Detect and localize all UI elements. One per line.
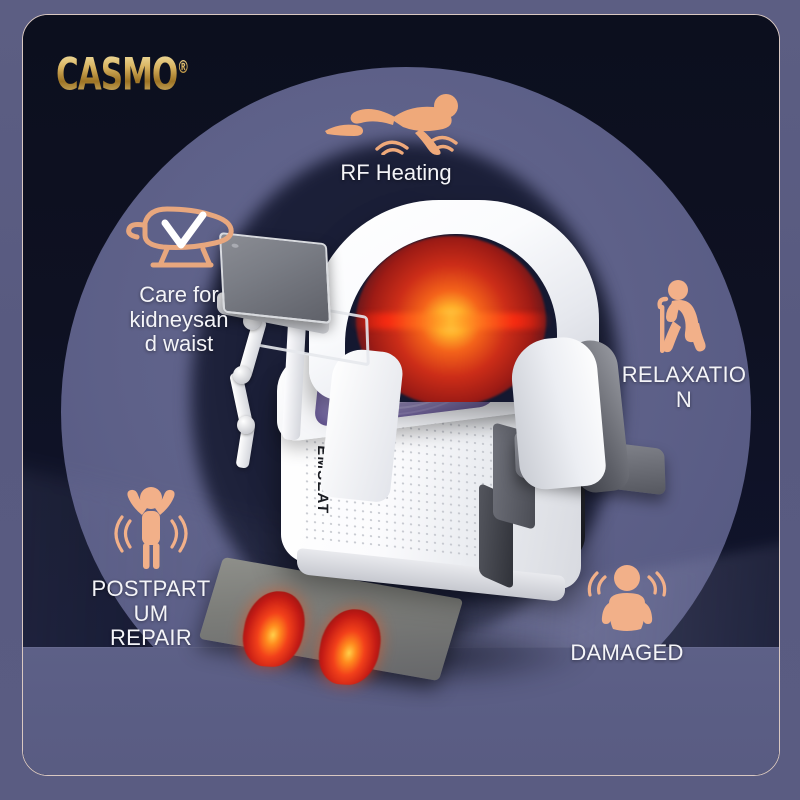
brand-logo: CASMO® — [56, 49, 188, 101]
rf-heat-beam — [351, 313, 551, 330]
feature-label: RELAXATIO N — [621, 362, 747, 412]
feature-damaged: DAMAGED — [517, 563, 737, 666]
feature-rf-heating: RF Heating — [281, 93, 511, 186]
feature-label: Care for kidneysan d waist — [129, 282, 229, 357]
feature-label: DAMAGED — [570, 640, 684, 665]
person-lying-waves-icon — [281, 93, 511, 155]
person-torso-waves-icon — [517, 563, 737, 635]
product-card: CASMO® EMSEAT — [22, 14, 780, 776]
feature-label: RF Heating — [340, 160, 452, 185]
emseat-machine: EMSEAT — [193, 190, 673, 690]
screen-arm-joint-2 — [233, 366, 251, 384]
brand-logo-mark: ® — [177, 57, 189, 78]
backrest — [309, 200, 631, 504]
elderly-person-cane-icon — [591, 279, 777, 357]
brand-logo-text: CASMO — [56, 49, 178, 102]
person-arms-raised-waves-icon — [51, 485, 251, 571]
massage-chair-check-icon — [81, 201, 277, 277]
screen-arm-joint-3 — [237, 416, 255, 434]
feature-relaxation: RELAXATIO N — [591, 279, 777, 412]
feature-care-kidneys-waist: Care for kidneysan d waist — [81, 201, 277, 357]
feature-label: POSTPART UM REPAIR — [91, 576, 211, 651]
feature-postpartum-repair: POSTPART UM REPAIR — [51, 485, 251, 651]
